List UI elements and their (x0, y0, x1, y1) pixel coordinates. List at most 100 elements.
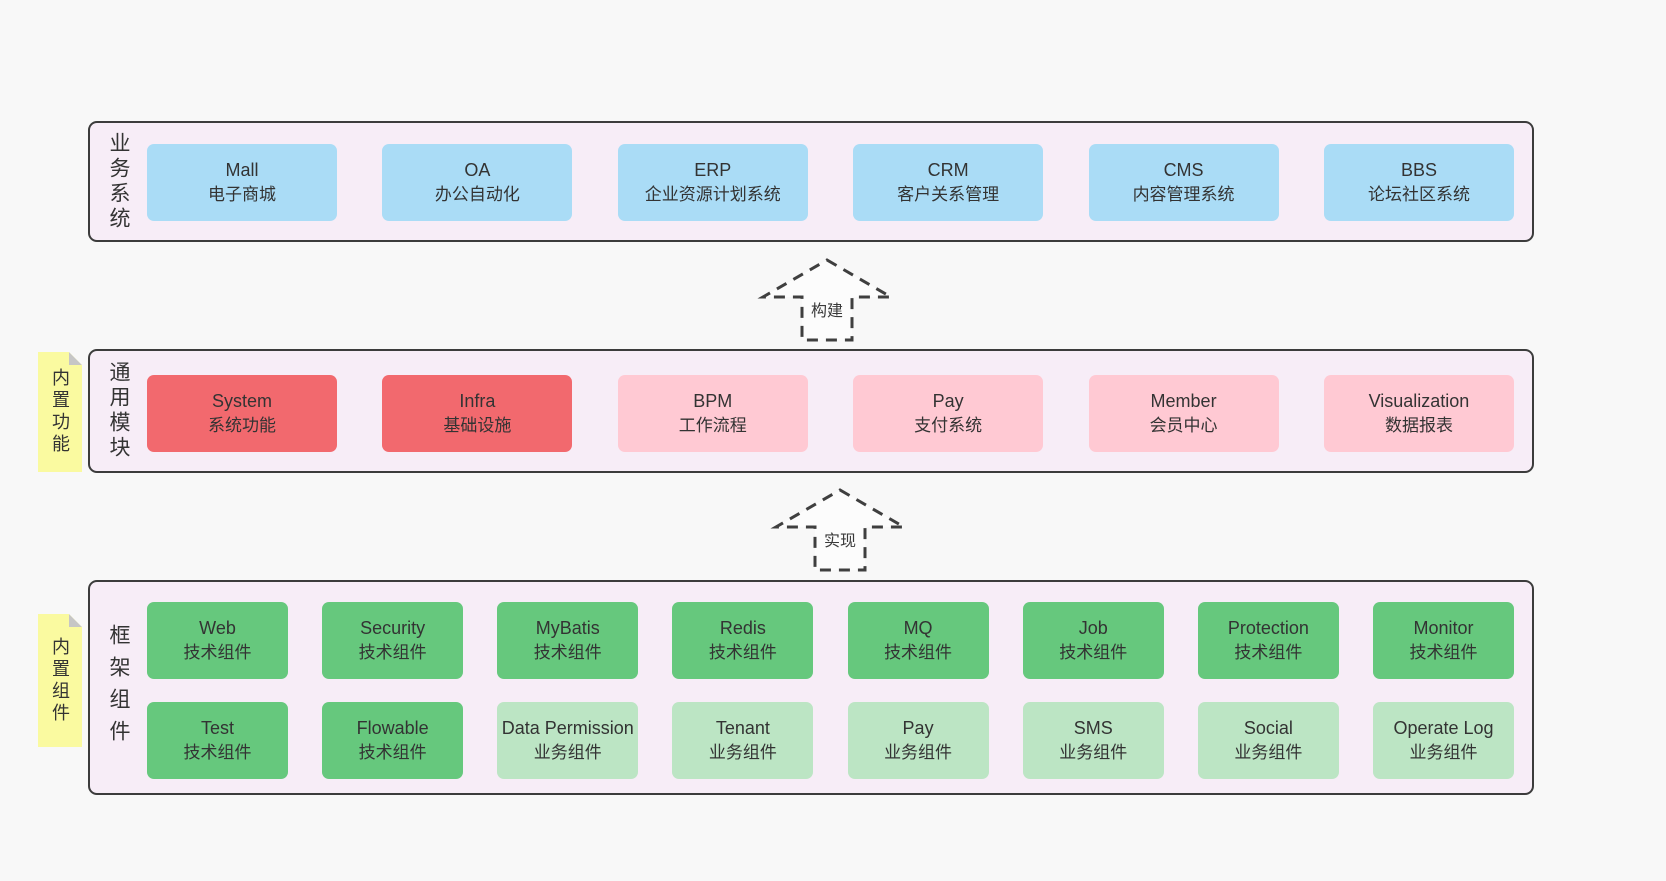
box-security: Security 技术组件 (322, 602, 464, 679)
box-title: Test (200, 718, 234, 739)
box-subtitle: 基础设施 (443, 416, 512, 436)
box-subtitle: 技术组件 (358, 643, 427, 663)
sticky-note-builtin-components: 内置组件 (38, 614, 82, 747)
box-title: Pay (932, 391, 964, 412)
box-web: Web 技术组件 (147, 602, 288, 679)
box-data-permission: Data Permission 业务组件 (497, 702, 639, 779)
box-sms: SMS 业务组件 (1022, 702, 1164, 779)
box-test: Test 技术组件 (147, 702, 288, 779)
band-business-systems: 业务系统 Mall 电子商城 OA 办公自动化 ERP 企业资源计划系统 CRM… (88, 121, 1534, 242)
dashed-up-arrow-shape (770, 488, 910, 572)
box-subtitle: 技术组件 (1059, 643, 1128, 663)
box-subtitle: 业务组件 (1234, 743, 1303, 763)
box-subtitle: 业务组件 (1059, 743, 1128, 763)
box-title: Monitor (1413, 618, 1474, 639)
band-business-label: 业务系统 (107, 131, 130, 232)
box-subtitle: 业务组件 (708, 743, 777, 763)
box-member: Member 会员中心 (1088, 375, 1279, 452)
box-title: Visualization (1368, 391, 1470, 412)
box-title: Redis (719, 618, 766, 639)
box-mybatis: MyBatis 技术组件 (497, 602, 639, 679)
folded-corner-icon (69, 352, 82, 365)
box-crm: CRM 客户关系管理 (853, 144, 1044, 221)
arrow-build-label: 构建 (757, 297, 897, 321)
dashed-up-arrow-shape (757, 258, 897, 342)
box-title: Tenant (715, 718, 770, 739)
box-title: System (211, 391, 272, 412)
box-subtitle: 办公自动化 (434, 185, 520, 205)
box-social: Social 业务组件 (1197, 702, 1339, 779)
up-arrow-icon: 构建 (757, 257, 897, 343)
box-tenant: Tenant 业务组件 (672, 702, 814, 779)
box-cms: CMS 内容管理系统 (1088, 144, 1279, 221)
box-title: BBS (1400, 160, 1437, 181)
framework-row-1: Web 技术组件 Security 技术组件 MyBatis 技术组件 Redi… (147, 602, 1514, 679)
box-title: Flowable (356, 718, 429, 739)
box-subtitle: 系统功能 (208, 416, 276, 436)
box-bbs: BBS 论坛社区系统 (1323, 144, 1514, 221)
box-subtitle: 技术组件 (358, 743, 427, 763)
box-infra: Infra 基础设施 (382, 375, 573, 452)
box-erp: ERP 企业资源计划系统 (617, 144, 808, 221)
box-title: Data Permission (501, 718, 634, 739)
box-title: CRM (927, 160, 969, 181)
box-subtitle: 技术组件 (1409, 643, 1478, 663)
box-subtitle: 技术组件 (533, 643, 602, 663)
band-modules-label: 通用模块 (107, 361, 130, 461)
box-operate-log: Operate Log 业务组件 (1372, 702, 1514, 779)
box-subtitle: 企业资源计划系统 (644, 185, 781, 205)
box-subtitle: 技术组件 (708, 643, 777, 663)
box-title: Mall (225, 160, 259, 181)
box-subtitle: 技术组件 (183, 643, 252, 663)
box-subtitle: 业务组件 (884, 743, 953, 763)
box-flowable: Flowable 技术组件 (322, 702, 464, 779)
box-subtitle: 论坛社区系统 (1367, 185, 1470, 205)
up-arrow-icon: 实现 (770, 487, 910, 573)
box-subtitle: 业务组件 (533, 743, 602, 763)
box-subtitle: 支付系统 (914, 416, 983, 436)
box-title: SMS (1073, 718, 1113, 739)
box-bpm: BPM 工作流程 (617, 375, 808, 452)
box-title: Member (1150, 391, 1217, 412)
box-subtitle: 内容管理系统 (1132, 185, 1235, 205)
box-title: Web (199, 618, 236, 639)
box-title: ERP (694, 160, 732, 181)
sticky-label: 内置组件 (50, 636, 70, 725)
box-system: System 系统功能 (147, 375, 337, 452)
box-title: MQ (903, 618, 933, 639)
modules-box-row: System 系统功能 Infra 基础设施 BPM 工作流程 Pay 支付系统… (147, 375, 1514, 452)
framework-row-2: Test 技术组件 Flowable 技术组件 Data Permission … (147, 702, 1514, 779)
box-subtitle: 会员中心 (1149, 416, 1218, 436)
box-title: BPM (693, 391, 733, 412)
box-title: Job (1078, 618, 1108, 639)
box-visualization: Visualization 数据报表 (1323, 375, 1514, 452)
box-pay-component: Pay 业务组件 (847, 702, 989, 779)
box-title: Operate Log (1393, 718, 1494, 739)
box-subtitle: 电子商城 (208, 185, 276, 205)
box-title: Pay (902, 718, 934, 739)
box-title: OA (464, 160, 491, 181)
box-title: CMS (1163, 160, 1204, 181)
box-subtitle: 数据报表 (1384, 416, 1453, 436)
box-job: Job 技术组件 (1022, 602, 1164, 679)
box-title: MyBatis (535, 618, 600, 639)
band-common-modules: 通用模块 System 系统功能 Infra 基础设施 BPM 工作流程 Pay… (88, 349, 1534, 473)
box-pay-system: Pay 支付系统 (853, 375, 1044, 452)
box-subtitle: 工作流程 (678, 416, 747, 436)
band-framework-components: 框架组件 Web 技术组件 Security 技术组件 MyBatis 技术组件… (88, 580, 1534, 795)
box-title: Infra (459, 391, 496, 412)
box-subtitle: 技术组件 (884, 643, 953, 663)
box-monitor: Monitor 技术组件 (1372, 602, 1514, 679)
box-subtitle: 客户关系管理 (897, 185, 1000, 205)
box-subtitle: 技术组件 (1234, 643, 1303, 663)
band-framework-label: 框架组件 (107, 623, 130, 752)
box-redis: Redis 技术组件 (672, 602, 814, 679)
folded-corner-icon (69, 614, 82, 627)
box-subtitle: 技术组件 (183, 743, 252, 763)
arrow-implement-label: 实现 (770, 527, 910, 551)
box-mq: MQ 技术组件 (847, 602, 989, 679)
box-title: Security (360, 618, 426, 639)
box-subtitle: 业务组件 (1409, 743, 1478, 763)
box-protection: Protection 技术组件 (1197, 602, 1339, 679)
box-title: Social (1243, 718, 1293, 739)
